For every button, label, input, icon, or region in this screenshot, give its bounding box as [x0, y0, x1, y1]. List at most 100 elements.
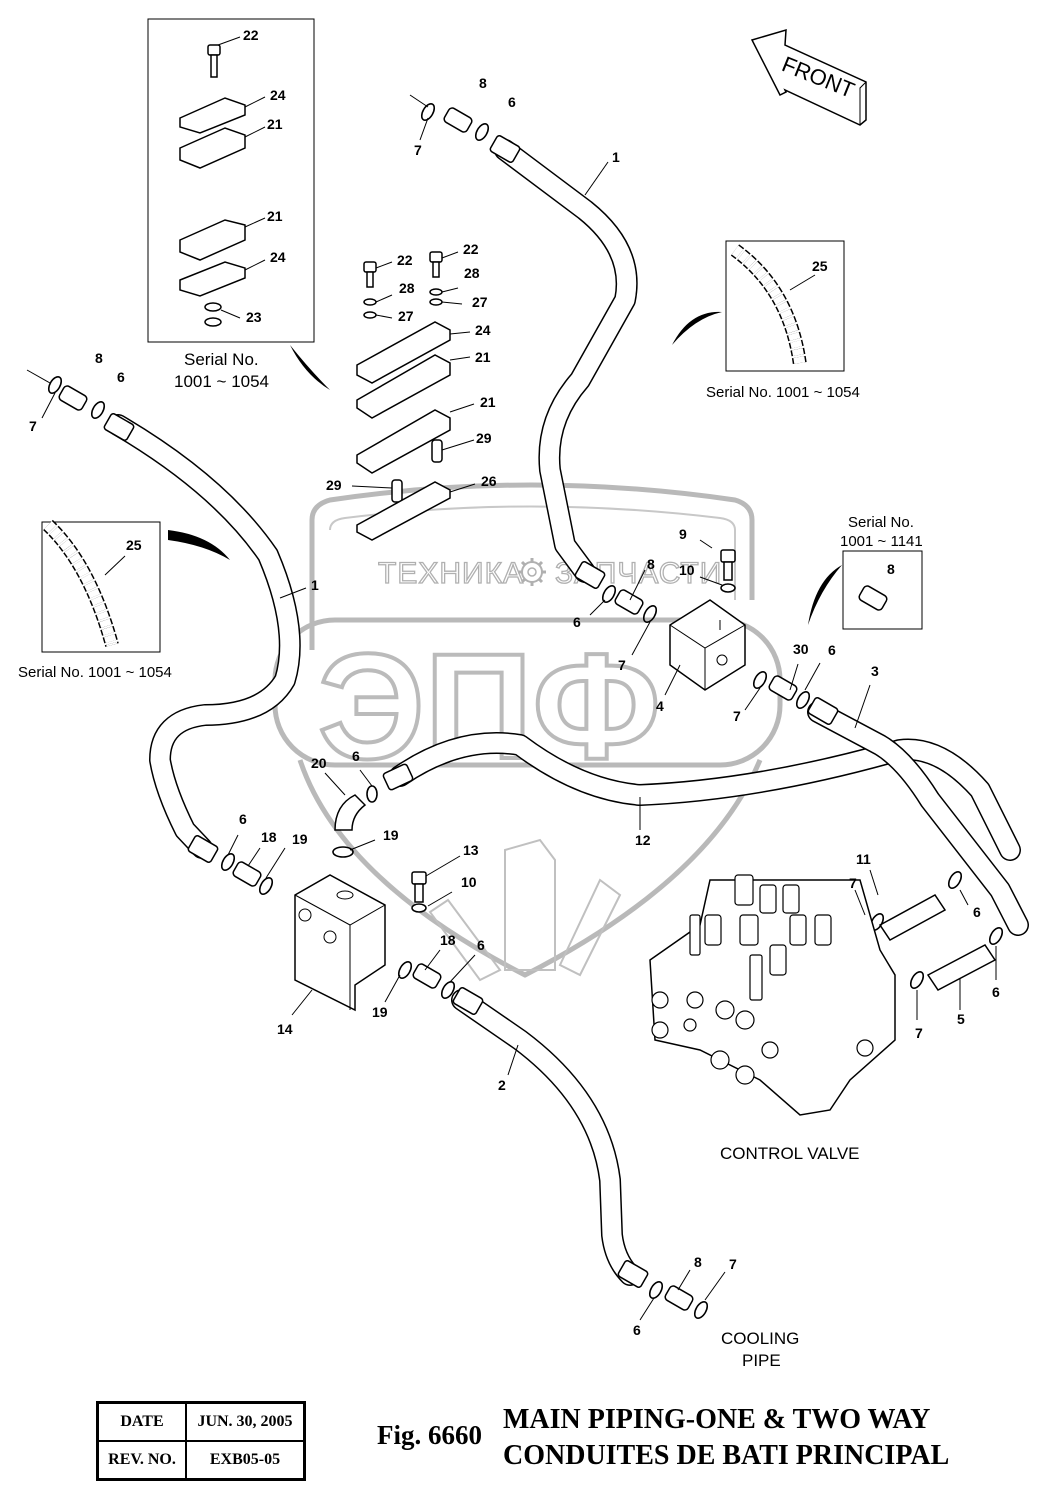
callouts-block-14: 20 6 19 6 18 19 13 10 18 6 19 14 12: [239, 748, 651, 1037]
callout-25: 25: [812, 258, 828, 274]
revision-row: REV. NO. EXB05-05: [96, 1440, 306, 1481]
center-clamp: [356, 251, 451, 541]
callout-7: 7: [29, 418, 37, 434]
gear-icon: [518, 558, 546, 586]
callout-6: 6: [828, 642, 836, 658]
block-4: [669, 599, 746, 691]
callout-23: 23: [246, 309, 262, 325]
callout-1: 1: [612, 149, 620, 165]
clamp-inset: Serial No. 1001 ~ 1054: [147, 18, 330, 391]
clamp-inset-serial-line1: Serial No.: [184, 350, 259, 369]
callout-5: 5: [957, 1011, 965, 1027]
front-arrow-icon: FRONT: [750, 28, 867, 126]
clamp-inset-serial-line2: 1001 ~ 1054: [174, 372, 269, 391]
revision-value: EXB05-05: [185, 1440, 306, 1481]
callout-6: 6: [239, 811, 247, 827]
left-inset-serial: Serial No. 1001 ~ 1054: [18, 664, 172, 681]
date-row: DATE JUN. 30, 2005: [96, 1401, 306, 1442]
spiral-guard-inset-right: Serial No. 1001 ~ 1054: [672, 240, 860, 401]
block-14: [294, 874, 386, 1012]
fittings: [47, 103, 1004, 1319]
callout-19: 19: [372, 1004, 388, 1020]
date-label: DATE: [96, 1401, 187, 1442]
figure-title-french: CONDUITES DE BATI PRINCIPAL: [503, 1440, 950, 1471]
callout-7: 7: [849, 875, 857, 891]
callout-4: 4: [656, 698, 664, 714]
callout-6: 6: [352, 748, 360, 764]
watermark: ТЕХНИКА ЗАПЧАСТИ ЭПФ: [272, 482, 783, 982]
callout-6: 6: [117, 369, 125, 385]
callout-6: 6: [973, 904, 981, 920]
callout-6: 6: [992, 984, 1000, 1000]
title-block-table: DATE JUN. 30, 2005 REV. NO. EXB05-05: [96, 1401, 306, 1481]
callouts-top-hose: 8 6 7 1: [414, 75, 620, 165]
callout-29: 29: [476, 430, 492, 446]
callout-28: 28: [464, 265, 480, 281]
figure-title: MAIN PIPING-ONE & TWO WAY CONDUITES DE B…: [503, 1402, 949, 1474]
callout-24: 24: [475, 322, 491, 338]
callout-6: 6: [477, 937, 485, 953]
revision-label: REV. NO.: [96, 1440, 187, 1481]
callout-6: 6: [508, 94, 516, 110]
callout-11: 11: [856, 851, 871, 867]
callout-7: 7: [733, 708, 741, 724]
control-valve: [649, 874, 896, 1116]
callout-25: 25: [126, 537, 142, 553]
callout-7: 7: [414, 142, 422, 158]
callouts-insets: 25 25 8: [126, 258, 895, 577]
callout-20: 20: [311, 755, 327, 771]
callout-21: 21: [480, 394, 496, 410]
watermark-text-left: ТЕХНИКА: [378, 557, 524, 590]
callout-7: 7: [729, 1256, 737, 1272]
adapter-inset: Serial No. 1001 ~ 1141: [808, 514, 923, 630]
right-inset-serial: Serial No. 1001 ~ 1054: [706, 384, 860, 401]
adapter-inset-serial-line2: 1001 ~ 1141: [840, 533, 923, 550]
callouts-center-clamp: 22 22 28 28 27 27 24 21 21 29 29 26: [326, 241, 497, 493]
cooling-pipe-caption-line2: PIPE: [742, 1351, 781, 1370]
watermark-pencils: [428, 838, 622, 982]
callouts-block-4: 9 10 8 6 7 4 7 30 6 3: [573, 526, 879, 724]
callout-24: 24: [270, 87, 286, 103]
callout-8: 8: [694, 1254, 702, 1270]
callouts-left-hose: 8 6 7 1: [29, 350, 319, 593]
callout-8: 8: [95, 350, 103, 366]
callout-2: 2: [498, 1077, 506, 1093]
callout-22: 22: [463, 241, 479, 257]
callout-26: 26: [481, 473, 497, 489]
leader-lines: [26, 36, 997, 1321]
callout-30: 30: [793, 641, 809, 657]
callout-27: 27: [398, 308, 414, 324]
date-value: JUN. 30, 2005: [185, 1401, 306, 1442]
control-valve-caption: CONTROL VALVE: [720, 1144, 860, 1163]
callouts-bottom-hose: 2 8 7 6: [498, 1077, 737, 1338]
callout-8: 8: [479, 75, 487, 91]
callout-9: 9: [679, 526, 687, 542]
callout-8: 8: [887, 561, 895, 577]
callout-21: 21: [475, 349, 491, 365]
callout-28: 28: [399, 280, 415, 296]
callout-14: 14: [277, 1021, 293, 1037]
hoses: [107, 139, 1029, 1286]
callout-24: 24: [270, 249, 286, 265]
callout-21: 21: [267, 116, 283, 132]
callout-7: 7: [618, 657, 626, 673]
callout-21: 21: [267, 208, 283, 224]
callout-29: 29: [326, 477, 342, 493]
callout-3: 3: [871, 663, 879, 679]
callout-10: 10: [461, 874, 477, 890]
callout-19: 19: [383, 827, 399, 843]
callouts-clamp-inset: 22 24 21 21 24 23: [243, 27, 286, 325]
callout-1: 1: [311, 577, 319, 593]
callout-8: 8: [647, 556, 655, 572]
callout-12: 12: [635, 832, 651, 848]
adapter-inset-serial-line1: Serial No.: [848, 514, 914, 531]
callout-6: 6: [573, 614, 581, 630]
callout-7: 7: [915, 1025, 923, 1041]
callout-27: 27: [472, 294, 488, 310]
callout-22: 22: [397, 252, 413, 268]
spiral-guard-inset-left: Serial No. 1001 ~ 1054: [18, 519, 230, 681]
figure-title-english: MAIN PIPING-ONE & TWO WAY: [503, 1404, 931, 1435]
callout-10: 10: [679, 562, 695, 578]
cooling-pipe-caption-line1: COOLING: [721, 1329, 799, 1348]
